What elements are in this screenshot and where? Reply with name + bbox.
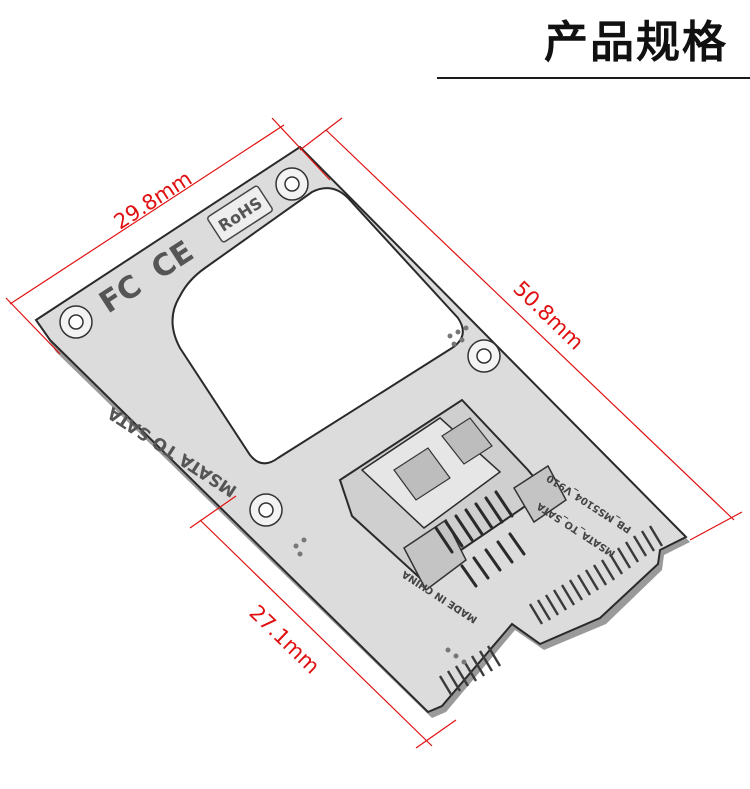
- board-window-cutout: [171, 187, 464, 465]
- dimension-length: [299, 117, 743, 541]
- edge-connector-contacts: [438, 525, 664, 697]
- msata-adapter-board: RoHS FC CE MSATA TO SATA PB_MS5104_V910 …: [34, 145, 690, 718]
- connector-pins: [434, 490, 526, 588]
- sata-connector: [338, 398, 567, 592]
- mounting-hole-right: [467, 339, 501, 373]
- page-title: 产品规格: [544, 17, 728, 68]
- dimension-bottom-width-label: 27.1mm: [245, 600, 325, 678]
- mounting-hole-top: [275, 167, 309, 201]
- mounting-hole-bottom: [249, 493, 283, 527]
- board-vias: [293, 325, 469, 665]
- mounting-hole-left: [59, 305, 93, 339]
- dimension-bottom-width: [189, 495, 457, 749]
- title-divider: [437, 77, 750, 79]
